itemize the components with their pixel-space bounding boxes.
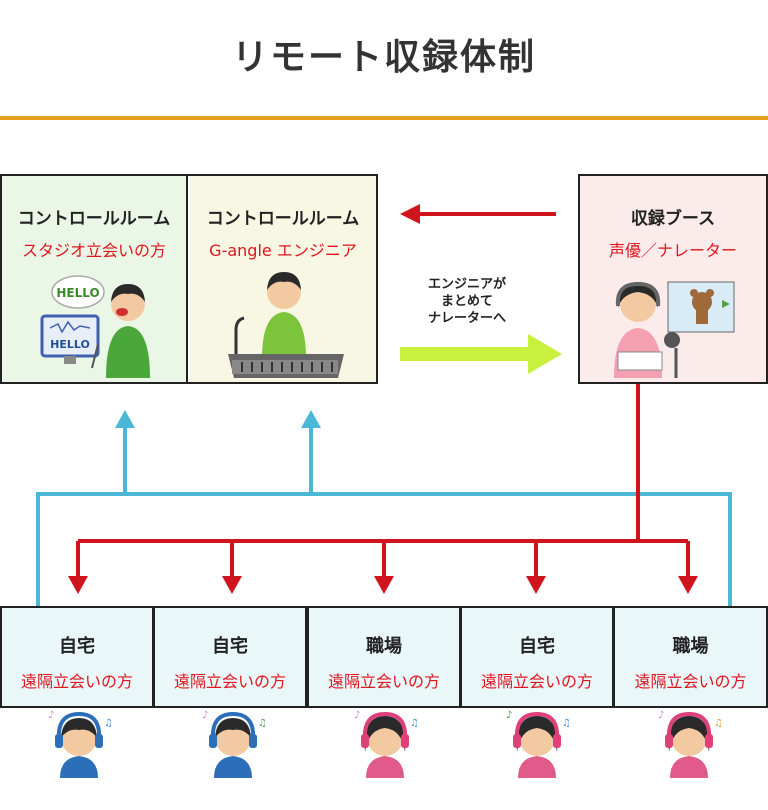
remote-box-1: 自宅 遠隔立会いの方: [0, 606, 154, 708]
remote-subtitle-1: 遠隔立会いの方: [20, 672, 133, 691]
svg-text:♪: ♪: [48, 710, 54, 721]
red-arrowhead-2: [222, 576, 242, 594]
red-arrowhead-1: [68, 576, 88, 594]
svg-text:♫: ♫: [410, 718, 419, 729]
title-divider: [0, 116, 768, 120]
flow-note-line-3: ナレーターへ: [427, 311, 506, 326]
remote-title-4: 自宅: [519, 636, 555, 657]
remote-box-4: 自宅 遠隔立会いの方: [460, 606, 614, 708]
svg-text:♪: ♪: [354, 710, 360, 721]
svg-text:♪: ♪: [506, 710, 512, 721]
svg-text:♫: ♫: [562, 718, 571, 729]
remote-subtitle-5: 遠隔立会いの方: [634, 672, 747, 691]
remote-subtitle-3: 遠隔立会いの方: [327, 672, 440, 691]
headphone-listener-female-icon-2: ♪ ♫: [506, 710, 571, 778]
recording-booth-title: 収録ブース: [630, 209, 716, 229]
remote-box-3: 職場 遠隔立会いの方: [307, 606, 461, 708]
flow-note: エンジニアが まとめて ナレーターへ: [392, 276, 542, 327]
headphone-listener-female-icon-3: ♪ ♫: [658, 710, 723, 778]
green-arrow-shaft: [400, 347, 530, 361]
control-room-client-title: コントロールルーム: [17, 209, 171, 229]
svg-text:♪: ♪: [658, 710, 664, 721]
remote-subtitle-2: 遠隔立会いの方: [173, 672, 286, 691]
red-arrowhead-5: [678, 576, 698, 594]
control-room-engineer-title: コントロールルーム: [206, 209, 360, 229]
svg-text:♫: ♫: [104, 718, 113, 729]
blue-arrowhead-left: [115, 410, 135, 428]
remote-box-5: 職場 遠隔立会いの方: [613, 606, 768, 708]
red-connector: [76, 212, 690, 578]
remote-title-3: 職場: [366, 636, 402, 657]
flow-note-line-2: まとめて: [440, 294, 493, 309]
control-room-engineer-subtitle: G-angle エンジニア: [209, 241, 357, 260]
sound-engineer-icon: [228, 272, 344, 378]
remote-title-1: 自宅: [59, 636, 95, 657]
remote-subtitle-4: 遠隔立会いの方: [480, 672, 593, 691]
page-title: リモート収録体制: [231, 37, 536, 78]
remote-box-2: 自宅 遠隔立会いの方: [153, 606, 307, 708]
bubble-hello-text: HELLO: [56, 286, 99, 300]
client-talking-icon: HELLO HELLO: [40, 275, 150, 378]
blue-connector: [36, 425, 732, 606]
recording-booth-box: 収録ブース 声優／ナレーター: [578, 174, 768, 384]
headphone-listener-male-icon-2: ♪ ♫: [202, 710, 267, 778]
red-arrowhead-4: [526, 576, 546, 594]
flow-note-line-1: エンジニアが: [427, 277, 506, 292]
remote-title-5: 職場: [672, 636, 709, 657]
green-arrowhead: [528, 334, 562, 374]
svg-text:♪: ♪: [202, 710, 208, 721]
remote-title-2: 自宅: [212, 636, 248, 657]
headphone-listener-male-icon: ♪ ♫: [48, 710, 113, 778]
monitor-hello-text: HELLO: [50, 338, 90, 351]
red-arrowhead-3: [374, 576, 394, 594]
headphone-listener-female-icon: ♪ ♫: [354, 710, 419, 778]
control-room-client-subtitle: スタジオ立会いの方: [21, 241, 166, 260]
blue-arrowhead-right: [301, 410, 321, 428]
recording-booth-subtitle: 声優／ナレーター: [608, 241, 737, 260]
svg-text:♫: ♫: [714, 718, 723, 729]
control-room-frame: [0, 174, 378, 384]
narrator-icon: [614, 281, 735, 378]
red-arrowhead-top: [400, 204, 420, 224]
svg-text:♫: ♫: [258, 718, 267, 729]
